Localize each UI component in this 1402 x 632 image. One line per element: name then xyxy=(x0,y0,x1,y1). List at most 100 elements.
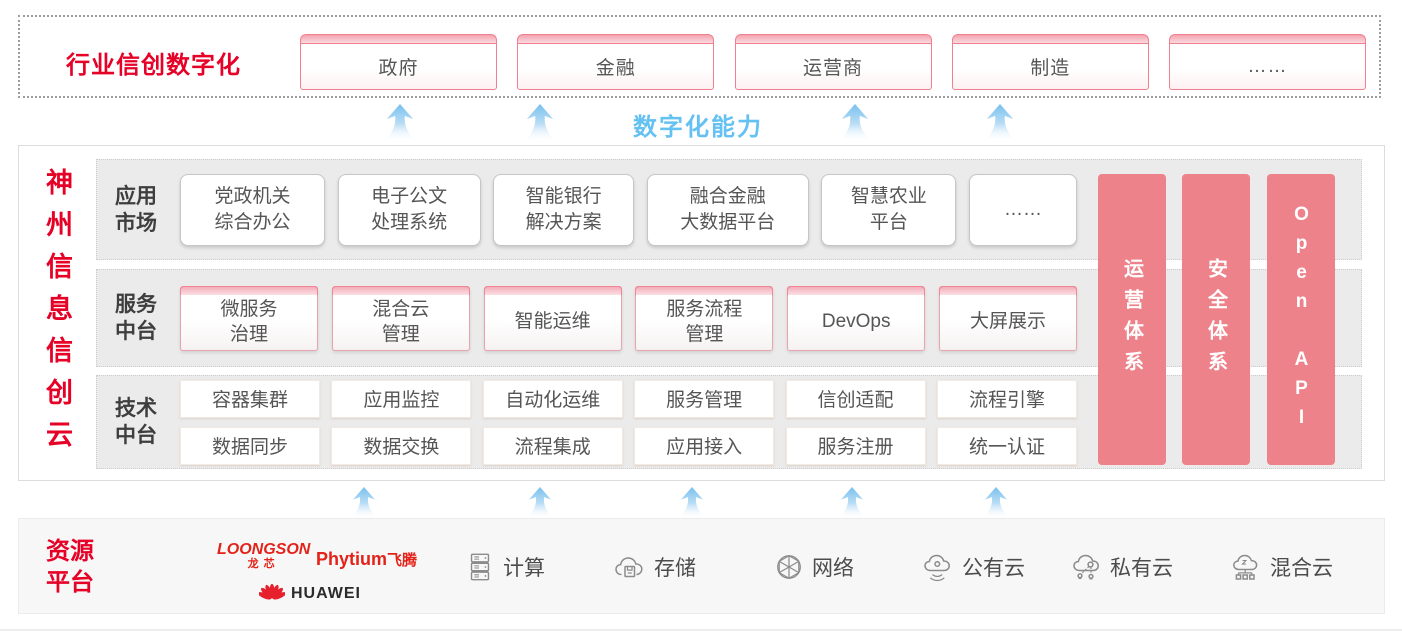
row-label-line: 服务 xyxy=(115,293,157,316)
row-label-line: 技术 xyxy=(115,397,157,420)
app-card: 智慧农业 平台 xyxy=(821,173,957,246)
platform-panel: 神州信息信创云 应用 市场 党政机关 综合办公 电子公文 处理系统 智能银行 解… xyxy=(18,145,1385,481)
resource-item-label: 公有云 xyxy=(962,557,1025,580)
service-platform-row: 服务 中台 微服务 治理 混合云 管理 智能运维 服务流程 管理 xyxy=(96,269,1362,367)
industry-button-more: …… xyxy=(1169,34,1366,90)
phytium-wordmark: Phytium xyxy=(316,549,388,569)
up-arrow-icon xyxy=(979,487,1013,517)
tech-cell: 容器集群 xyxy=(180,379,320,418)
service-card-label: 微服务 xyxy=(220,298,278,320)
tech-cell: 信创适配 xyxy=(785,379,926,418)
up-arrow-icon xyxy=(835,487,869,517)
service-card-label: 管理 xyxy=(381,323,420,345)
app-card-label: 电子公文 xyxy=(371,185,448,207)
tech-platform-row: 技术 中台 容器集群 应用监控 自动化运维 服务管理 信创适配 流程引擎 数据同… xyxy=(96,375,1362,469)
side-bar-security-system: 安全体系 xyxy=(1182,174,1250,465)
tech-cell: 服务管理 xyxy=(634,379,775,418)
industry-label: 制造 xyxy=(951,43,1149,90)
row-label-tech: 技术 中台 xyxy=(115,395,157,449)
tech-cell: 数据同步 xyxy=(180,426,320,465)
tech-cell: 数据交换 xyxy=(331,426,472,465)
app-card-label: 处理系统 xyxy=(371,211,448,233)
app-card-more: …… xyxy=(968,173,1077,246)
bottom-divider xyxy=(0,629,1402,631)
pink-cap-decoration xyxy=(1169,34,1366,43)
app-card: 电子公文 处理系统 xyxy=(337,173,481,246)
service-card: 大屏展示 xyxy=(938,285,1077,351)
phytium-logo: Phytium飞腾 xyxy=(316,549,417,570)
app-card-label: …… xyxy=(1003,198,1042,220)
industry-banner: 行业信创数字化 政府 金融 运营商 制造 …… xyxy=(18,15,1381,98)
resource-title-line: 资源 xyxy=(46,538,94,565)
up-arrow-icon xyxy=(522,104,558,140)
industry-button-government: 政府 xyxy=(300,34,497,90)
resource-item-network: 网络 xyxy=(773,545,854,589)
tech-cell: 应用接入 xyxy=(634,426,775,465)
capability-label: 数字化能力 xyxy=(633,114,763,141)
loongson-logo: LOONGSON 龙芯 xyxy=(217,541,311,571)
industry-label: 运营商 xyxy=(734,43,932,90)
service-card-label: 大屏展示 xyxy=(969,311,1046,332)
app-card-label: 融合金融 xyxy=(689,185,766,207)
service-card-label: 混合云 xyxy=(372,298,430,320)
tech-cell: 服务注册 xyxy=(785,426,926,465)
pink-cap-decoration xyxy=(951,34,1149,43)
app-market-row: 应用 市场 党政机关 综合办公 电子公文 处理系统 智能银行 解决方案 融合金融 xyxy=(96,159,1362,260)
platform-title: 神州信息信创云 xyxy=(42,168,72,462)
storage-icon xyxy=(613,551,647,583)
resource-item-label: 私有云 xyxy=(1110,557,1173,580)
app-card-label: 大数据平台 xyxy=(680,211,776,233)
service-card: 智能运维 xyxy=(483,285,622,351)
industry-button-telecom: 运营商 xyxy=(734,34,932,90)
tech-cell: 流程集成 xyxy=(482,426,623,465)
resource-item-label: 存储 xyxy=(654,557,696,580)
compute-icon xyxy=(464,551,496,583)
service-card-list: 微服务 治理 混合云 管理 智能运维 服务流程 管理 DevOps xyxy=(180,270,1077,366)
row-label-line: 中台 xyxy=(115,424,157,447)
resource-item-hybrid-cloud: 混合云 xyxy=(1229,545,1333,589)
industry-label: …… xyxy=(1169,43,1366,90)
app-card-label: 综合办公 xyxy=(214,211,291,233)
tech-cell-grid: 容器集群 应用监控 自动化运维 服务管理 信创适配 流程引擎 数据同步 数据交换… xyxy=(180,376,1077,468)
app-card-list: 党政机关 综合办公 电子公文 处理系统 智能银行 解决方案 融合金融 大数据平台… xyxy=(180,160,1077,259)
row-label-line: 中台 xyxy=(115,320,157,343)
row-label-service: 服务 中台 xyxy=(115,291,157,345)
tech-cell: 统一认证 xyxy=(936,426,1077,465)
side-bar-open-api: Open API xyxy=(1267,174,1335,465)
tech-cell: 自动化运维 xyxy=(482,379,623,418)
industry-button-finance: 金融 xyxy=(517,34,715,90)
up-arrow-icon xyxy=(837,104,873,140)
resource-item-public-cloud: 公有云 xyxy=(921,545,1025,589)
row-label-line: 应用 xyxy=(115,184,157,208)
up-arrow-icon xyxy=(347,487,381,517)
resource-title-line: 平台 xyxy=(46,569,94,596)
side-bar-operations-system: 运营体系 xyxy=(1098,174,1166,465)
private-cloud-icon xyxy=(1069,551,1103,583)
industry-button-row: 政府 金融 运营商 制造 …… xyxy=(300,34,1366,90)
service-card: 服务流程 管理 xyxy=(635,285,774,351)
resource-panel-title: 资源 平台 xyxy=(46,536,94,598)
service-card-label: 管理 xyxy=(685,323,724,345)
network-icon xyxy=(773,551,805,583)
app-card: 党政机关 综合办公 xyxy=(180,173,325,246)
tech-cell: 流程引擎 xyxy=(936,379,1077,418)
app-card-label: 智慧农业 xyxy=(850,185,927,207)
industry-label: 政府 xyxy=(300,43,497,90)
resource-panel: 资源 平台 LOONGSON 龙芯 Phytium飞腾 xyxy=(18,518,1385,614)
resource-item-label: 网络 xyxy=(812,557,854,580)
service-card-label: DevOps xyxy=(821,311,891,332)
up-arrow-icon xyxy=(523,487,557,517)
loongson-wordmark: LOONGSON xyxy=(217,541,311,558)
industry-label: 金融 xyxy=(517,43,715,90)
row-label-line: 市场 xyxy=(115,211,157,235)
loongson-cn-label: 龙芯 xyxy=(247,558,280,570)
industry-button-manufacturing: 制造 xyxy=(951,34,1149,90)
huawei-flower-icon xyxy=(257,580,287,608)
app-card-label: 平台 xyxy=(869,211,908,233)
tech-grid-row: 数据同步 数据交换 流程集成 应用接入 服务注册 统一认证 xyxy=(180,426,1077,465)
hybrid-cloud-icon xyxy=(1229,551,1263,583)
app-card: 融合金融 大数据平台 xyxy=(646,173,809,246)
resource-item-private-cloud: 私有云 xyxy=(1069,545,1173,589)
resource-item-label: 计算 xyxy=(503,557,545,580)
service-card-label: 治理 xyxy=(229,323,268,345)
